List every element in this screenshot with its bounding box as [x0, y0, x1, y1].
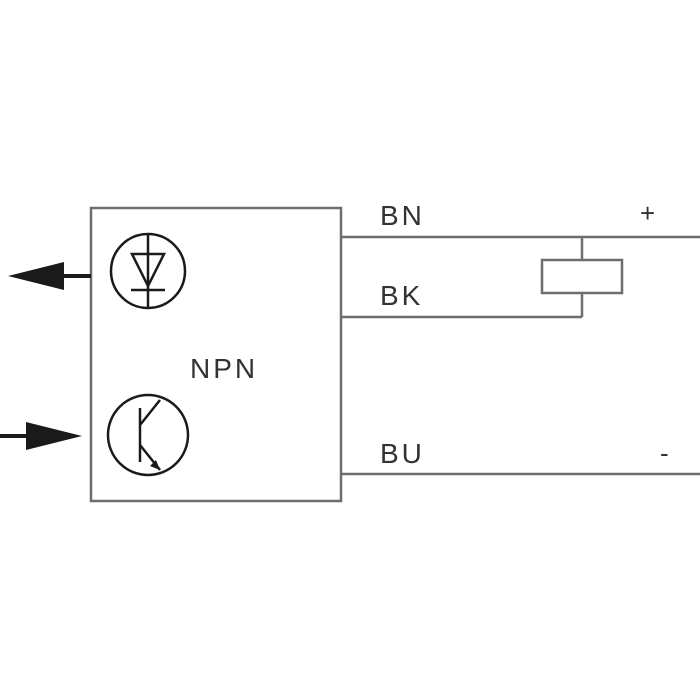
wire-bu-label: BU — [380, 438, 425, 469]
negative-terminal-label: - — [660, 438, 672, 468]
wire-bn-label: BN — [380, 200, 425, 231]
led-emitter-icon — [109, 232, 187, 310]
wire-bk-label: BK — [380, 280, 423, 311]
sensor-type-label: NPN — [190, 353, 258, 384]
emitter-arrow — [8, 262, 91, 290]
phototransistor-icon — [106, 393, 190, 477]
receiver-arrow — [0, 422, 82, 450]
load-resistor-icon — [540, 237, 624, 317]
positive-terminal-label: + — [640, 198, 658, 228]
